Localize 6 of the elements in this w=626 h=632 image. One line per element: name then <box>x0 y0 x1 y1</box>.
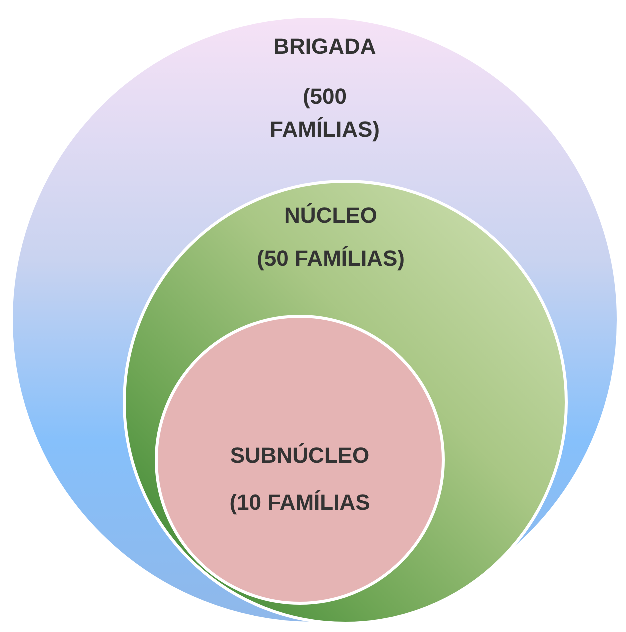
family-count: (10 FAMÍLIAS <box>228 489 372 517</box>
circle-title: NÚCLEO <box>284 202 378 230</box>
family-count: (500 FAMÍLIAS) <box>269 83 381 144</box>
circle-title: BRIGADA <box>272 33 378 61</box>
family-count: (50 FAMÍLIAS) <box>256 245 406 273</box>
circle-title: SUBNÚCLEO <box>229 442 371 470</box>
